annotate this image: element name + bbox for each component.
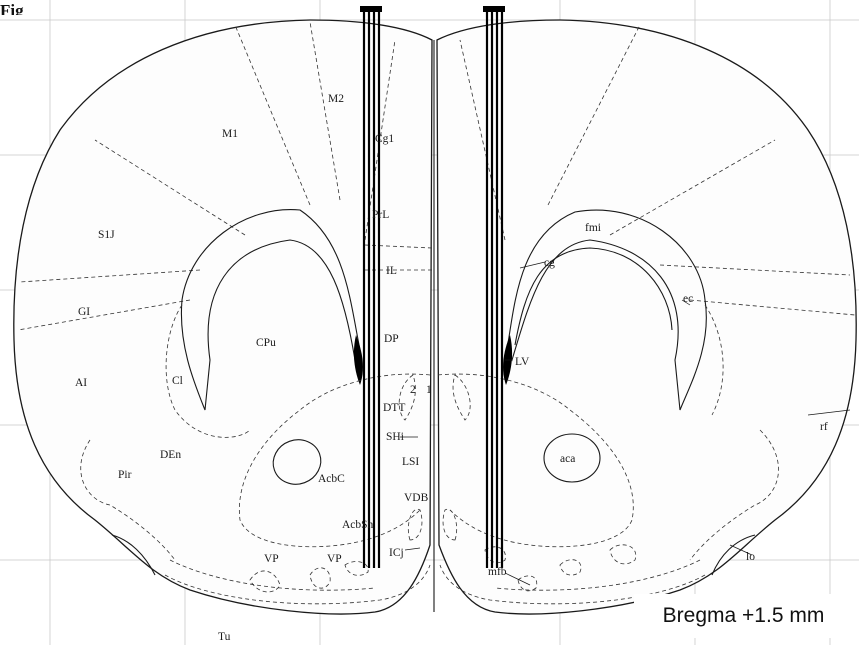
label-layer-1: 1 <box>426 384 432 396</box>
label-SHi: SHi <box>386 431 404 443</box>
label-Cl: Cl <box>172 375 183 387</box>
label-S1J: S1J <box>98 229 115 241</box>
label-Tu: Tu <box>218 631 231 643</box>
label-layer-2: 2 <box>410 384 416 396</box>
label-Cg1: Cg1 <box>375 133 394 145</box>
label-PrL: PrL <box>372 209 389 221</box>
label-AcbSh: AcbSh <box>342 519 374 531</box>
label-rf: rf <box>820 421 828 433</box>
label-lo: lo <box>746 551 755 563</box>
label-DP: DP <box>384 333 399 345</box>
label-CPu: CPu <box>256 337 276 349</box>
label-cg: cg <box>544 257 555 269</box>
label-Pir: Pir <box>118 469 132 481</box>
label-ICj: ICj <box>389 547 404 559</box>
label-AI: AI <box>75 377 87 389</box>
label-LV: LV <box>515 356 530 368</box>
label-GI: GI <box>78 306 90 318</box>
label-fmi: fmi <box>585 222 601 234</box>
right-hemisphere-outline <box>437 20 856 614</box>
label-AcbC: AcbC <box>318 473 345 485</box>
label-M1: M1 <box>222 128 238 140</box>
label-M2: M2 <box>328 93 344 105</box>
label-aca: aca <box>560 453 575 465</box>
label-mfb: mfb <box>488 566 507 578</box>
label-VP-left: VP <box>264 553 279 565</box>
label-ec: ec <box>683 293 693 305</box>
label-DEn: DEn <box>160 449 181 461</box>
label-IL: IL <box>386 265 397 277</box>
label-VDB: VDB <box>404 492 429 504</box>
label-LSI: LSI <box>402 456 419 468</box>
label-DTT: DTT <box>383 402 405 414</box>
bregma-caption-box: Bregma +1.5 mm <box>634 594 853 638</box>
label-VP-mid: VP <box>327 553 342 565</box>
bregma-caption: Bregma +1.5 mm <box>663 604 825 628</box>
